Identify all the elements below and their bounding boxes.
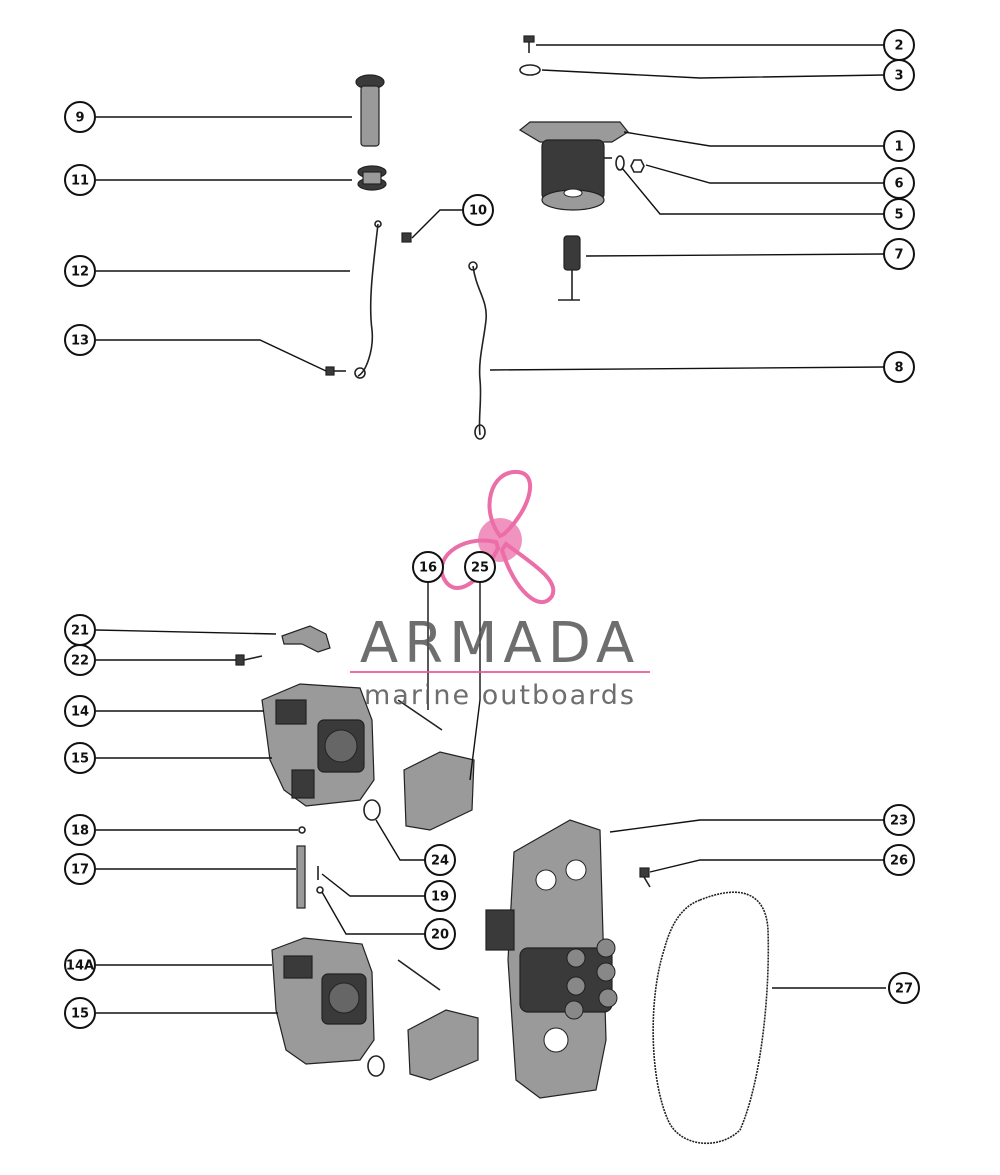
callout-label: 10 [469, 204, 487, 219]
callout-11: 11 [64, 164, 96, 196]
callout-label: 2 [894, 39, 903, 54]
callout-label: 21 [71, 624, 89, 639]
part-gasket-upper [403, 751, 475, 831]
callout-label: 20 [431, 928, 449, 943]
callout-20: 20 [424, 918, 456, 950]
part-nut [630, 159, 645, 173]
callout-14: 14 [64, 695, 96, 727]
part-bracket [281, 625, 331, 653]
callout-27: 27 [888, 972, 920, 1004]
callout-19: 19 [424, 880, 456, 912]
part-carburetor-upper [261, 683, 375, 807]
callout-10: 10 [462, 194, 494, 226]
part-gasket-lower [407, 1009, 479, 1081]
callout-15: 15 [64, 997, 96, 1029]
part-oring-upper [363, 799, 381, 821]
part-seal [652, 891, 770, 1144]
callout-22: 22 [64, 644, 96, 676]
part-carburetor-lower [271, 937, 375, 1065]
callout-label: 13 [71, 334, 89, 349]
part-connector [558, 235, 581, 301]
callout-label: 17 [71, 863, 89, 878]
callout-25: 25 [464, 551, 496, 583]
callout-21: 21 [64, 614, 96, 646]
callout-23: 23 [883, 804, 915, 836]
part-small-washer [316, 886, 324, 894]
callout-label: 9 [75, 111, 84, 126]
callout-label: 14 [71, 705, 89, 720]
callout-label: 24 [431, 854, 449, 869]
callout-3: 3 [883, 59, 915, 91]
callout-label: 5 [894, 208, 903, 223]
callout-label: 6 [894, 177, 903, 192]
part-link-rod [296, 845, 306, 909]
callout-18: 18 [64, 814, 96, 846]
callout-2: 2 [883, 29, 915, 61]
part-cable [472, 265, 487, 436]
part-screw [523, 35, 535, 53]
callout-label: 14A [66, 959, 94, 974]
callout-7: 7 [883, 238, 915, 270]
callout-label: 15 [71, 1007, 89, 1022]
part-small-screw [401, 232, 412, 243]
part-washer [519, 64, 541, 76]
part-screw-22 [235, 654, 263, 666]
callout-label: 7 [894, 248, 903, 263]
part-stud-lower [397, 959, 441, 991]
callout-24: 24 [424, 844, 456, 876]
callout-8: 8 [883, 351, 915, 383]
callout-label: 18 [71, 824, 89, 839]
callout-17: 17 [64, 853, 96, 885]
callout-label: 23 [890, 814, 908, 829]
part-stud-upper [397, 699, 443, 731]
callout-13: 13 [64, 324, 96, 356]
part-ground-wire [357, 223, 379, 377]
part-screw-26 [639, 867, 651, 888]
part-clip [298, 826, 306, 834]
callout-15: 15 [64, 742, 96, 774]
callout-label: 27 [895, 982, 913, 997]
callout-14a: 14A [64, 949, 96, 981]
callout-26: 26 [883, 844, 915, 876]
part-solenoid [518, 121, 629, 211]
callout-12: 12 [64, 255, 96, 287]
callout-9: 9 [64, 101, 96, 133]
callout-label: 26 [890, 854, 908, 869]
watermark: ARMADA marine outboards [350, 469, 650, 711]
callout-5: 5 [883, 198, 915, 230]
part-grommet [357, 165, 387, 191]
callout-label: 22 [71, 654, 89, 669]
callout-16: 16 [412, 551, 444, 583]
callout-label: 8 [894, 361, 903, 376]
callout-1: 1 [883, 130, 915, 162]
callout-6: 6 [883, 167, 915, 199]
callout-label: 15 [71, 752, 89, 767]
part-lockwasher [615, 155, 625, 171]
part-screw-13 [325, 366, 346, 376]
callout-label: 3 [894, 69, 903, 84]
leader-lines [95, 44, 886, 1014]
watermark-brand: ARMADA [360, 611, 640, 676]
part-oring-lower [367, 1055, 385, 1077]
part-bolt [355, 74, 385, 147]
callout-label: 19 [431, 890, 449, 905]
callout-label: 16 [419, 561, 437, 576]
propeller-logo-icon [439, 469, 556, 604]
callout-label: 25 [471, 561, 489, 576]
callout-label: 11 [71, 174, 89, 189]
callout-label: 12 [71, 265, 89, 280]
watermark-tagline: marine outboards [364, 680, 636, 711]
part-intake-manifold [485, 819, 618, 1099]
callout-label: 1 [894, 140, 903, 155]
